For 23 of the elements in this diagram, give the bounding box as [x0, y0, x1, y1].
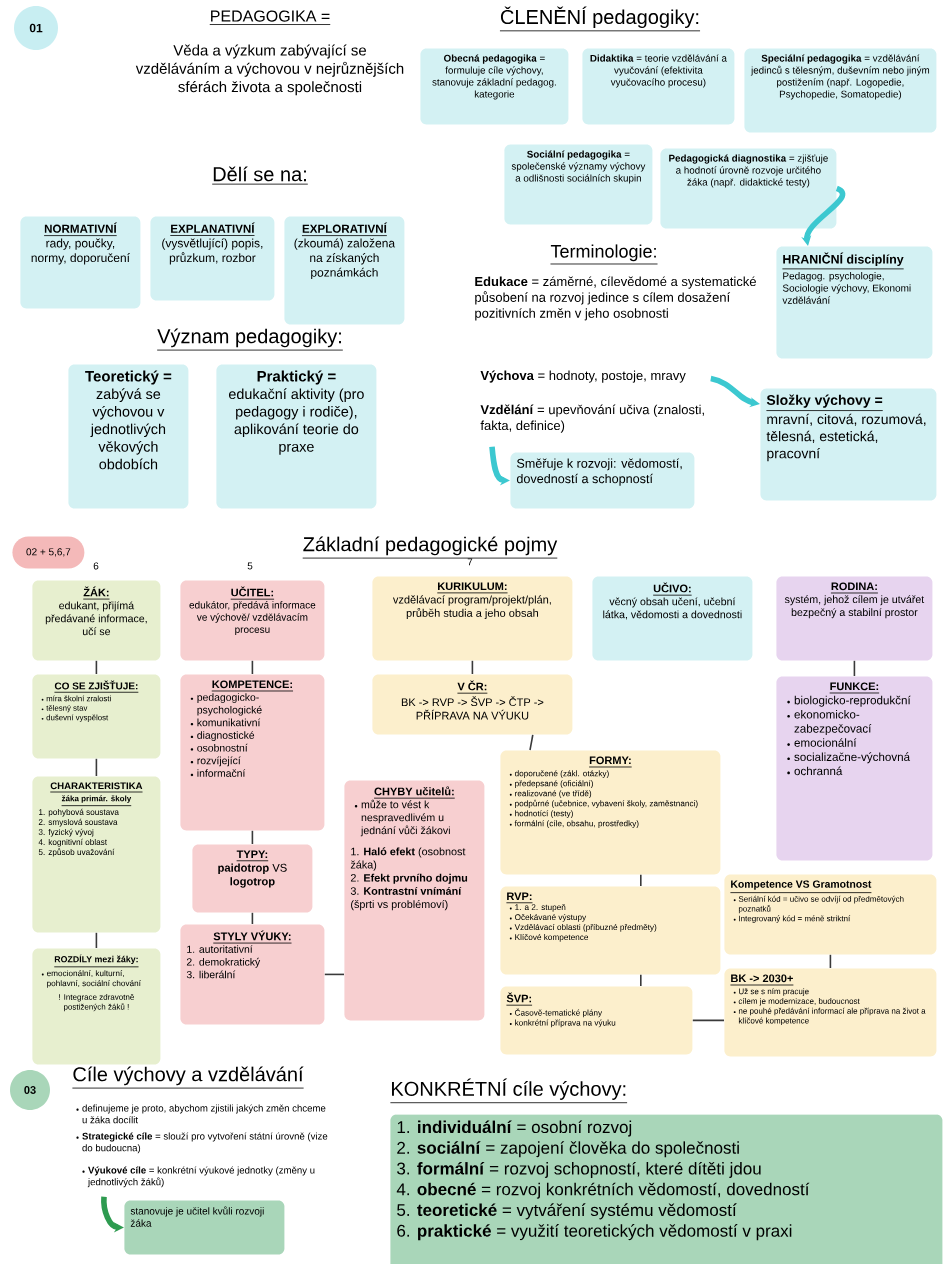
connector-line — [324, 973, 345, 976]
connector-line — [95, 932, 98, 949]
heading: Základní pedagogické pojmy — [302, 536, 558, 559]
heading: ČLENĚNÍ pedagogiky: — [499, 6, 701, 32]
heading: PEDAGOGIKA = — [209, 10, 331, 25]
connector-line — [95, 758, 98, 777]
connector-line — [471, 660, 474, 675]
connector-line — [529, 734, 534, 751]
goals-list-box: 1. individuální = osobní rozvoj 2. sociální = zapojení člověka do společnosti 3. formální = rozvoj schopností, které dítěti jdou 4. obecné = rozvoj konkrétních vědomostí, dovedností 5. teoretické = vytváření systému vědomostí 6. praktické = využití teoretických vědomostí v praxi — [390, 1114, 943, 1264]
connector-line — [829, 954, 832, 969]
connector-line — [853, 660, 856, 677]
connector-line — [251, 660, 254, 675]
heading: Význam pedagogiky: — [156, 328, 344, 351]
connector-line — [640, 874, 642, 887]
connector-line — [692, 1019, 725, 1022]
heading: Terminologie: — [550, 244, 658, 265]
heading: Dělí se na: — [211, 166, 309, 185]
connector-line — [251, 912, 254, 925]
connector-line — [640, 974, 642, 987]
connector-line — [95, 660, 98, 675]
connector-line — [251, 830, 254, 845]
heading: KONKRÉTNÍ cíle výchovy: — [390, 1078, 628, 1104]
heading: Cíle výchovy a vzdělávání — [72, 1066, 304, 1089]
